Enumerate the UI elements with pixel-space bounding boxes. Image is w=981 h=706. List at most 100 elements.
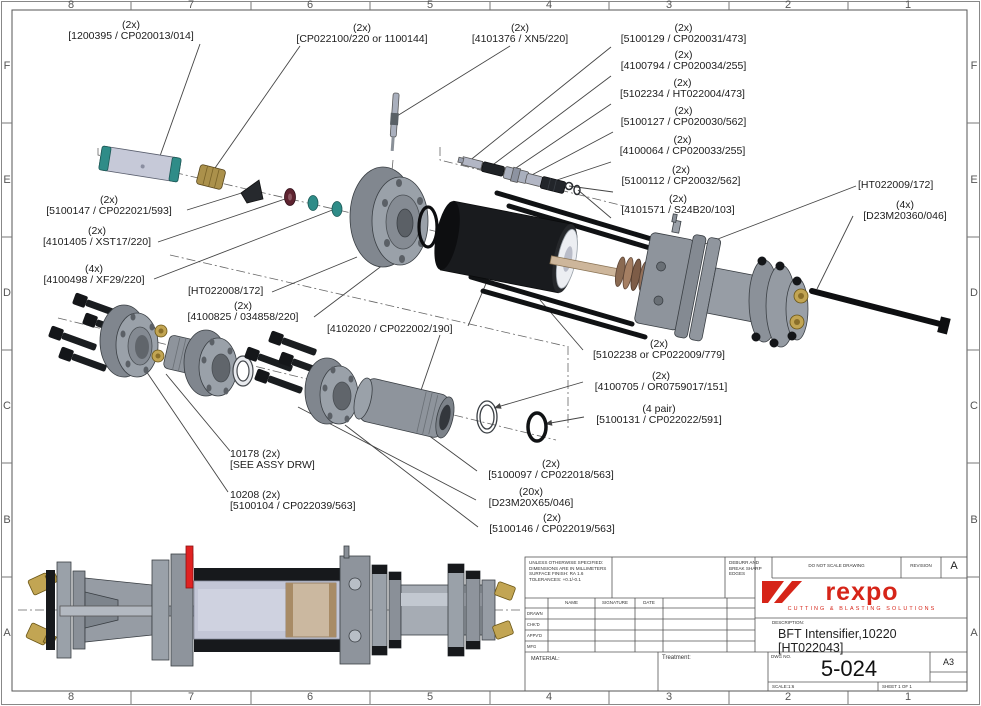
grid-row-label: E	[3, 174, 11, 186]
grid-col-label: 8	[67, 0, 75, 11]
callout-id: [4102020 / CP022002/190]	[327, 323, 453, 335]
note-line: SURFACE FINISH: RA 1.6	[529, 571, 584, 577]
grid-row-label: E	[970, 174, 978, 186]
deburr-note: DEBURR AND BREAK SHARP EDGES	[729, 560, 771, 577]
part-callout: (2x)[5100127 / CP020030/562]	[611, 106, 756, 128]
part-front-flange	[349, 166, 429, 268]
callout-qty: (2x)	[674, 49, 693, 61]
grid-row-label: B	[3, 514, 11, 526]
part-callout: (2x)[5100097 / CP022018/563]	[476, 459, 626, 481]
grid-col-label: 6	[306, 0, 314, 11]
callout-id: [5100146 / CP022019/563]	[489, 523, 615, 535]
part-callout: (4x)[4100498 / XF29/220]	[33, 264, 155, 286]
part-oring-white	[476, 400, 498, 434]
title-block-lines	[524, 556, 968, 692]
part-callout: (2x)[5100112 / CP20032/562]	[611, 165, 751, 187]
part-attenuator-cylinder	[98, 145, 182, 183]
scale-label: SCALE:1:6	[772, 684, 795, 689]
callout-qty: (2x)	[673, 77, 692, 89]
row-label-drawn: DRAWN	[527, 611, 543, 616]
rexpo-logo: rexpo CUTTING & BLASTING SOLUTIONS	[762, 579, 962, 612]
callout-id: [5100147 / CP022021/593]	[46, 205, 172, 217]
exploded-view	[48, 92, 951, 443]
callout-qty: (20x)	[519, 486, 543, 498]
note-line: UNLESS OTHERWISE SPECIFIED:	[529, 560, 604, 565]
callout-qty: (2x)	[651, 370, 671, 382]
grid-row-label: D	[3, 287, 11, 299]
grid-col-label: 4	[545, 0, 553, 11]
callout-qty: 10208 (2x)	[230, 489, 281, 501]
row-label-chkd: CHK'D	[527, 622, 540, 627]
part-callout: (4 pair)[5100131 / CP022022/591]	[585, 404, 733, 426]
callout-qty: (2x)	[674, 22, 693, 34]
logo-tagline: CUTTING & BLASTING SOLUTIONS	[787, 606, 937, 612]
callout-id: [5100131 / CP022022/591]	[596, 414, 722, 426]
do-not-scale-note: DO NOT SCALE DRAWING	[808, 563, 865, 568]
grid-col-label: 1	[904, 0, 912, 11]
callout-qty: (2x)	[541, 458, 561, 470]
part-callout: [4102020 / CP022002/190]	[327, 324, 487, 335]
dwg-no-label: DWG NO.	[771, 654, 792, 659]
callout-id: [CP022100/220 or 1100144]	[296, 33, 428, 45]
grid-row-label: A	[970, 627, 978, 639]
note-line: DIMENSIONS ARE IN MILLIMETERS	[529, 565, 607, 571]
part-bolts-group-b	[244, 330, 327, 394]
callout-id: [1200395 / CP020013/014]	[68, 30, 194, 42]
part-callout: (4x)[D23M20360/046]	[855, 200, 955, 222]
part-callout: (2x)[1200395 / CP020013/014]	[60, 20, 202, 42]
grid-row-label: B	[970, 514, 978, 526]
callout-id: [4101405 / XST17/220]	[43, 236, 151, 248]
grid-row-label: F	[970, 60, 978, 72]
grid-row-label: D	[970, 287, 978, 299]
callout-id: [4101571 / S24B20/103]	[621, 204, 735, 216]
leader-arrowheads	[494, 403, 553, 426]
col-header-date: DATE	[643, 600, 655, 605]
rexpo-logo-mark	[762, 581, 802, 603]
part-callout: (2x)[5100147 / CP022021/593]	[33, 195, 185, 217]
callout-qty: (2x)	[671, 164, 691, 176]
callout-id: [HT022009/172]	[858, 179, 934, 191]
callout-qty: (2x)	[673, 134, 692, 146]
fittings-row	[457, 156, 581, 196]
callout-qty: (4 pair)	[642, 403, 676, 415]
part-callout: (2x)[5100129 / CP020031/473]	[611, 23, 756, 45]
grid-col-label: 3	[665, 0, 673, 11]
grid-col-label: 6	[306, 691, 314, 703]
part-end-cylinder	[353, 377, 455, 439]
callout-id: [4100794 / CP020034/255]	[620, 60, 747, 72]
paper-size: A3	[942, 657, 954, 667]
description-label: DESCRIPTION:	[772, 620, 805, 625]
grid-col-label: 8	[67, 691, 75, 703]
callout-qty: 10178 (2x)	[230, 448, 281, 460]
part-callout: [HT022008/172]	[188, 286, 298, 297]
grid-col-label: 3	[665, 691, 673, 703]
callout-id: [4100498 / XF29/220]	[43, 274, 145, 286]
part-teal-ring-1	[307, 195, 319, 211]
grid-col-label: 7	[187, 691, 195, 703]
section-view	[25, 545, 516, 667]
part-callout: (2x)[4100705 / OR0759017/151]	[585, 371, 737, 393]
part-gland-flange-1	[99, 304, 159, 378]
callout-qty: (2x)	[352, 22, 372, 34]
note-line: DEBURR AND	[729, 560, 760, 565]
part-brass-plug	[196, 164, 226, 190]
part-callout: (2x)[4100825 / 034858/220]	[168, 301, 318, 323]
grid-col-label: 2	[784, 0, 792, 11]
callout-id: [5102238 or CP022009/779]	[593, 349, 725, 361]
grid-col-label: 4	[545, 691, 553, 703]
part-callout: (2x)[5102234 / HT022004/473]	[611, 78, 754, 100]
part-nozzle	[389, 92, 400, 152]
grid-col-label: 5	[426, 691, 434, 703]
part-callout: (2x)[4100794 / CP020034/255]	[611, 50, 756, 72]
part-callout: (2x)[5100146 / CP022019/563]	[476, 513, 628, 535]
part-callout: (20x)[D23M20X65/046]	[476, 487, 586, 509]
callout-qty: (4x)	[895, 199, 915, 211]
callout-id: [4100064 / CP020033/255]	[619, 145, 746, 157]
note-line: TOLERANCES: +0.1/-0.1	[529, 576, 581, 582]
row-label-appvd: APPV'D	[527, 633, 542, 638]
dwg-no-value: 5-024	[820, 656, 878, 681]
callout-qty: (2x)	[233, 300, 253, 312]
callout-id: [SEE ASSY DRW]	[230, 459, 315, 471]
col-header-name: NAME	[564, 600, 578, 605]
grid-row-label: A	[3, 627, 11, 639]
